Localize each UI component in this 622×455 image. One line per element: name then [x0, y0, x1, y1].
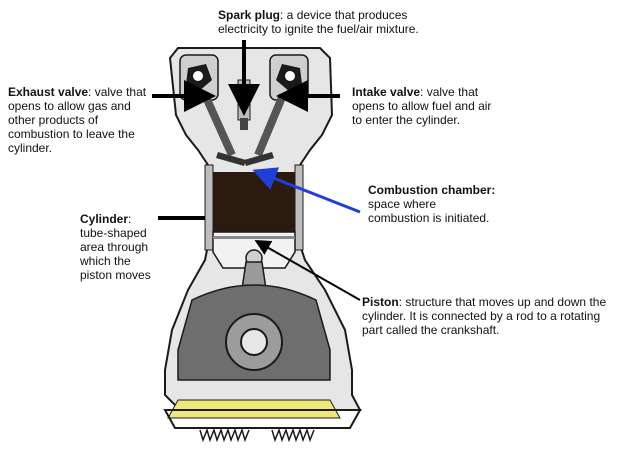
desc-piston: : structure that moves up and down the c… [362, 295, 607, 337]
crankshaft-journal [240, 328, 268, 356]
piston-ring [213, 236, 295, 239]
term-exhaust-valve: Exhaust valve [8, 85, 89, 99]
pointer-combustion-chamber [252, 167, 361, 214]
pointer-piston [254, 240, 361, 301]
desc-cylinder: : tube-shaped area through which the pis… [80, 212, 151, 282]
term-spark-plug: Spark plug [218, 8, 281, 22]
desc-intake-valve: : valve that opens to allow fuel and air… [352, 85, 492, 127]
oil-pan [163, 409, 362, 429]
exhaust-valve-head [216, 152, 246, 166]
desc-exhaust-valve: : valve that opens to allow gas and othe… [8, 85, 147, 155]
term-cylinder: Cylinder [80, 212, 129, 226]
term-intake-valve: Intake valve [352, 85, 421, 99]
intake-valve-head [244, 152, 274, 166]
intake-rocker-pivot [285, 71, 295, 81]
spark-plug-tip [240, 118, 248, 130]
exhaust-rocker-pivot [193, 71, 203, 81]
label-exhaust-valve: Exhaust valve: valve that opens to allow… [8, 85, 148, 155]
label-cylinder: Cylinder: tube-shaped area through which… [80, 212, 158, 282]
desc-spark-plug: : a device that produces electricity to … [218, 8, 419, 36]
term-piston: Piston [362, 295, 399, 309]
label-intake-valve: Intake valve: valve that opens to allow … [352, 85, 502, 127]
label-combustion-chamber: Combustion chamber: space where combusti… [368, 183, 498, 225]
label-piston: Piston: structure that moves up and down… [362, 295, 612, 337]
term-combustion-chamber: Combustion chamber: [368, 183, 496, 197]
cylinder-wall-left [204, 164, 214, 251]
desc-combustion-chamber: space where combustion is initiated. [368, 197, 490, 225]
cooling-fins [199, 427, 315, 443]
label-spark-plug: Spark plug: a device that produces elect… [218, 8, 458, 36]
cylinder-wall-right [294, 164, 304, 251]
